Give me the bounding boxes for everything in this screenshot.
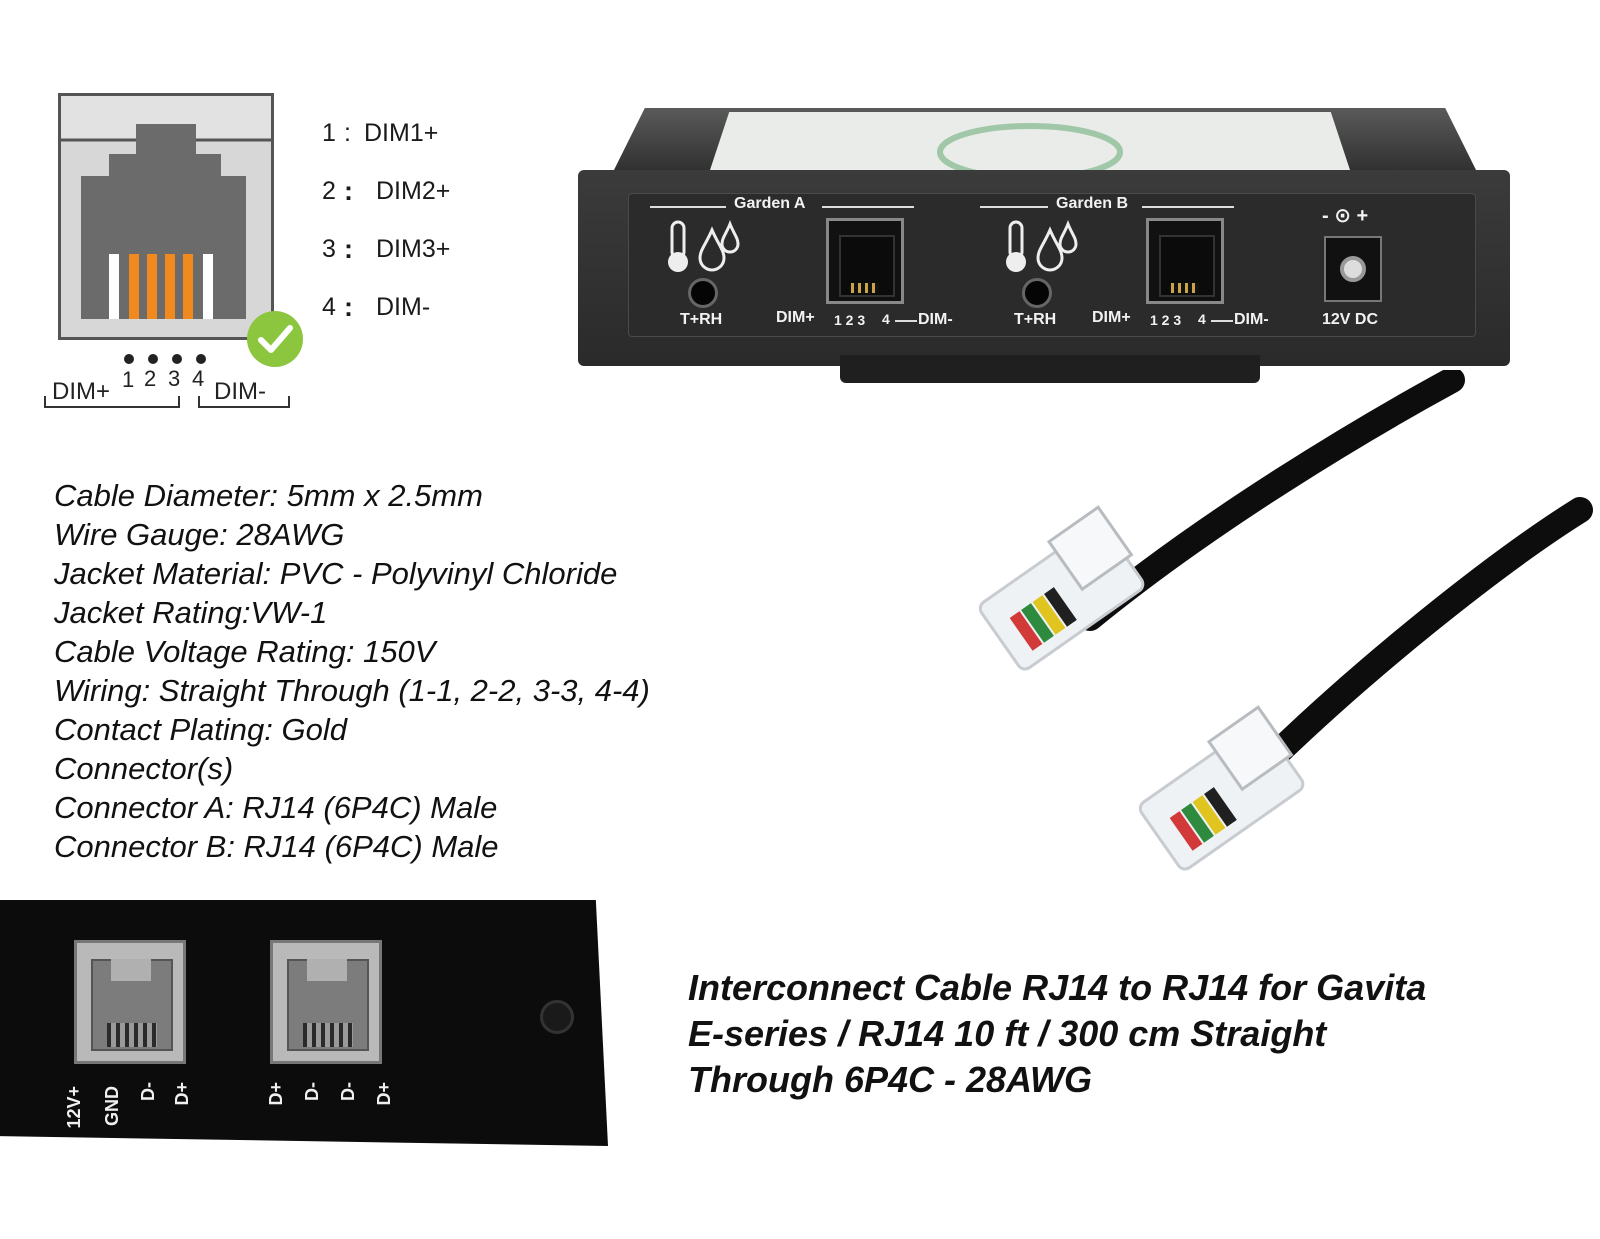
rj14-socket-illustration: [61, 96, 271, 319]
spec-connector-b: Connector B: RJ14 (6P4C) Male: [54, 829, 499, 864]
pin-number-4: 4: [192, 366, 205, 391]
garden-b-line-left: [980, 206, 1048, 208]
screen-gauge-icon: [937, 123, 1123, 170]
spec-wire-gauge: Wire Gauge: 28AWG: [54, 517, 345, 552]
port-label-d-minus: D-: [138, 1082, 158, 1101]
spec-contact-plating: Contact Plating: Gold: [54, 712, 347, 747]
dim-line-a: [895, 320, 917, 322]
spec-connectors-heading: Connector(s): [54, 751, 234, 786]
sensor-label-a: T+RH: [680, 311, 723, 328]
garden-a-line-left: [650, 206, 726, 208]
pin-label: DIM3+: [376, 234, 451, 263]
title-line-2: E-series / RJ14 10 ft / 300 cm Straight: [688, 1013, 1327, 1054]
garden-b-line-right: [1142, 206, 1234, 208]
port-label-gnd: GND: [102, 1086, 122, 1126]
port-label-12v: 12V+: [64, 1086, 84, 1129]
dim-plus-bracket: [44, 396, 180, 408]
rj14-port-garden-b: [1146, 218, 1224, 304]
cable-specifications: Cable Diameter: 5mm x 2.5mm Wire Gauge: …: [54, 476, 650, 866]
pin-number: 4: [322, 292, 336, 321]
dim-plus-label-a: DIM+: [776, 309, 815, 326]
pin-label: DIM-: [376, 292, 431, 321]
pin-colon: :: [344, 233, 353, 264]
pin-label: DIM2+: [376, 176, 451, 205]
garden-a-label: Garden A: [734, 195, 806, 212]
dim-minus-bracket: [198, 396, 290, 408]
dim-minus-label-b: DIM-: [1234, 311, 1269, 328]
dim-pins-label-b: 1 2 3: [1150, 312, 1182, 328]
spec-jacket-rating: Jacket Rating:VW-1: [54, 595, 328, 630]
pin-number-3: 3: [168, 366, 181, 391]
rj14-socket-right: [270, 940, 382, 1064]
sensor-port-a: [688, 278, 718, 308]
power-polarity-label: - ⊙ +: [1322, 205, 1369, 227]
pin-row-1: 1 : DIM1+: [322, 104, 450, 162]
pin-number: 1: [322, 118, 336, 147]
rj14-port-garden-a: [826, 218, 904, 304]
pin-number-1: 1: [122, 367, 135, 392]
spec-jacket-material: Jacket Material: PVC - Polyvinyl Chlorid…: [54, 556, 618, 591]
pin-number: 2: [322, 176, 336, 205]
title-line-3: Through 6P4C - 28AWG: [688, 1059, 1093, 1100]
spec-cable-diameter: Cable Diameter: 5mm x 2.5mm: [54, 478, 483, 513]
port-label-d-plus: D+: [266, 1082, 286, 1106]
title-line-1: Interconnect Cable RJ14 to RJ14 for Gavi…: [688, 967, 1427, 1008]
pin-number: 3: [322, 234, 336, 263]
pin-colon: :: [344, 175, 353, 206]
dim-pin4-label-a: 4: [882, 311, 890, 327]
pin-number-2: 2: [144, 366, 157, 391]
dc-power-jack: [1324, 236, 1382, 302]
spec-wiring: Wiring: Straight Through (1-1, 2-2, 3-3,…: [54, 673, 650, 708]
pin-colon: :: [344, 291, 353, 322]
pin-row-3: 3 : DIM3+: [322, 220, 450, 278]
wire-contacts: [109, 254, 213, 319]
dim-pins-label-a: 1 2 3: [834, 312, 866, 328]
pin-label: DIM1+: [364, 118, 439, 147]
port-label-d-minus: D-: [302, 1082, 322, 1101]
port-label-d-minus: D-: [338, 1082, 358, 1101]
plug-connector-a: [978, 505, 1145, 671]
port-label-d-plus: D+: [172, 1082, 192, 1106]
rj14-cable-illustration: [978, 370, 1593, 871]
temperature-humidity-icon: [668, 220, 740, 272]
product-title: Interconnect Cable RJ14 to RJ14 for Gavi…: [688, 965, 1548, 1103]
power-label: 12V DC: [1322, 311, 1379, 328]
rj14-pinout-diagram: [58, 93, 274, 340]
pin-assignment-list: 1 : DIM1+ 2 : DIM2+ 3 : DIM3+ 4 : DIM-: [322, 104, 450, 336]
pin-row-2: 2 : DIM2+: [322, 162, 450, 220]
pin-colon: :: [344, 118, 351, 147]
controller-mount-foot: [840, 355, 1260, 383]
controller-screen: [710, 112, 1350, 170]
sensor-port-b: [1022, 278, 1052, 308]
temperature-humidity-icon: [1006, 220, 1078, 272]
dim-line-b: [1211, 320, 1233, 322]
pin-dots: [120, 354, 210, 366]
screw-icon: [540, 1000, 574, 1034]
dim-plus-group-label: DIM+: [52, 378, 111, 405]
port-label-d-plus: D+: [374, 1082, 394, 1106]
spec-connector-a: Connector A: RJ14 (6P4C) Male: [54, 790, 498, 825]
pin-row-4: 4 : DIM-: [322, 278, 450, 336]
dim-pin4-label-b: 4: [1198, 311, 1206, 327]
cable: [1077, 370, 1593, 793]
checkmark-icon: [247, 311, 303, 367]
dim-plus-label-b: DIM+: [1092, 309, 1131, 326]
rj14-socket-left: [74, 940, 186, 1064]
spec-voltage-rating: Cable Voltage Rating: 150V: [54, 634, 436, 669]
dim-minus-group-label: DIM-: [214, 378, 266, 405]
plug-connector-b: [1138, 705, 1305, 871]
sensor-label-b: T+RH: [1014, 311, 1057, 328]
dim-minus-label-a: DIM-: [918, 311, 953, 328]
garden-a-line-right: [822, 206, 914, 208]
garden-b-label: Garden B: [1056, 195, 1129, 212]
